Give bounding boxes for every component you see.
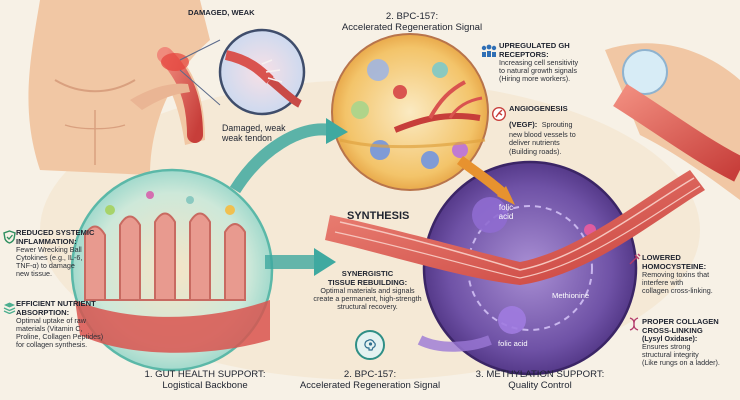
- inflammation-body-line3: TNF-α) to damage: [16, 261, 75, 271]
- synthesis-label: SYNTHESIS: [347, 210, 410, 222]
- synergy-body-line1: Optimal materials and signals: [320, 286, 415, 295]
- right-arm: [605, 43, 740, 200]
- crosslink-title-line3: (Lysyl Oxidase):: [642, 334, 698, 343]
- crosslink-body-line3: (Like rungs on a ladder).: [642, 358, 720, 368]
- homocysteine-body-line3: collagen cross-linking.: [642, 286, 713, 296]
- crosslink-title-line1: PROPER COLLAGEN: [642, 317, 719, 326]
- meth-title-line1: 3. METHYLATION SUPPORT:: [475, 369, 605, 380]
- bpc-title-line1: 2. BPC-157:: [343, 369, 397, 380]
- syringe-icon: [629, 253, 641, 265]
- methylation-cycle: [464, 197, 596, 334]
- inflammation-body-line2: Cytokines (e.g., IL-6,: [16, 253, 83, 263]
- people-network-icon: [481, 44, 497, 57]
- absorption-body-line3: Proline, Collagen Peptides): [16, 332, 104, 342]
- angio-title-line1: ANGIOGENESIS: [509, 104, 568, 113]
- angio-body-line3: deliver nutrients: [509, 138, 560, 148]
- angio-body-line4: (Building roads).: [509, 146, 562, 156]
- gh-body-line3: (Hiring more workers).: [499, 74, 571, 84]
- inflammation-title-line1: REDUCED SYSTEMIC: [16, 228, 95, 237]
- gh-body-line2: to natural growth signals: [499, 66, 577, 76]
- absorption-body-line4: for collagen synthesis.: [16, 340, 88, 350]
- absorption-body-line1: Optimal uptake of raw: [16, 316, 86, 325]
- crosslink-body-line2: structural integrity: [642, 350, 699, 360]
- angiogenesis-block: ANGIOGENESIS (VEGF): Sprouting new blood…: [509, 104, 619, 156]
- gh-title-line2: RECEPTORS:: [499, 49, 549, 59]
- homocysteine-body-line2: interfere with: [642, 278, 684, 288]
- inflammation-body-line1: Fewer Wrecking Ball: [16, 245, 82, 254]
- homocysteine-block: LOWERED HOMOCYSTEINE: Removing toxins th…: [642, 253, 737, 296]
- crosslink-title-line2: CROSS-LINKING: [642, 325, 703, 335]
- shield-icon: [3, 230, 16, 244]
- tendon-caption-line1: Damaged, weak: [222, 123, 286, 133]
- angio-title-line2: (VEGF):: [509, 119, 538, 129]
- absorption-body-line2: materials (Vitamin C,: [16, 324, 83, 334]
- inflammation-title-line2: INFLAMMATION:: [16, 236, 77, 246]
- tendon-caption-line2: weak tendon: [222, 132, 272, 143]
- bpc-top-title-line1: 2. BPC-157:: [385, 11, 439, 22]
- bpc-cells: [339, 59, 486, 169]
- homocysteine-title-line2: HOMOCYSTEINE:: [642, 261, 707, 271]
- blood-vessel-icon: [492, 107, 506, 121]
- gh-title-line1: UPREGULATED GH: [499, 41, 570, 50]
- gut-section-title: 1. GUT HEALTH SUPPORT: Logistical Backbo…: [120, 369, 290, 391]
- damaged-label: DAMAGED, WEAK: [188, 8, 255, 17]
- gh-body-line1: Increasing cell sensitivity: [499, 58, 579, 67]
- absorption-block: EFFICIENT NUTRIENT ABSORPTION: Optimal u…: [16, 299, 131, 350]
- folic-acid-bottom-label: folic acid: [498, 339, 528, 348]
- inflammation-block: REDUCED SYSTEMIC INFLAMMATION: Fewer Wre…: [16, 228, 106, 279]
- dna-icon: [629, 317, 639, 331]
- methionine-label: Methionine: [552, 291, 590, 300]
- brain-gear-icon: [364, 339, 376, 351]
- gut-title-line2: Logistical Backbone: [162, 379, 248, 391]
- crosslink-body-line1: Ensures strong: [642, 342, 691, 352]
- bpc-title-line2: Accelerated Regeneration Signal: [299, 379, 441, 391]
- tendon-caption: Damaged, weak weak tendon: [222, 123, 286, 144]
- absorption-title-line2: ABSORPTION:: [16, 307, 70, 317]
- homocysteine-body-line1: Removing toxins that: [642, 270, 710, 279]
- man-figure: [28, 0, 210, 175]
- tendon-bundle: [325, 170, 705, 285]
- inflammation-body-line4: new tissue.: [16, 269, 52, 279]
- angio-body-line1: Sprouting: [541, 119, 573, 129]
- bpc-top-title: 2. BPC-157: Accelerated Regeneration Sig…: [332, 11, 492, 33]
- synergy-title-line1: SYNERGISTIC: [341, 269, 394, 278]
- angio-body-line2: new blood vessels to: [509, 130, 576, 140]
- methylation-section-title: 3. METHYLATION SUPPORT: Quality Control: [455, 369, 625, 391]
- gh-receptors-block: UPREGULATED GH RECEPTORS: Increasing cel…: [499, 41, 619, 84]
- gut-title-line1: 1. GUT HEALTH SUPPORT:: [144, 369, 266, 380]
- folic-acid-top-label: folic acid: [498, 203, 514, 221]
- crosslink-block: PROPER COLLAGEN CROSS-LINKING (Lysyl Oxi…: [642, 317, 737, 368]
- synergy-body-line3: structural recovery.: [337, 302, 398, 312]
- homocysteine-title-line1: LOWERED: [642, 253, 681, 262]
- meth-title-line2: Quality Control: [508, 379, 572, 391]
- intestine-villi: [75, 191, 270, 353]
- synergy-block: SYNERGISTIC TISSUE REBUILDING: Optimal m…: [300, 269, 435, 312]
- layers-icon: [3, 302, 16, 314]
- torn-tendon: [224, 50, 302, 108]
- absorption-title-line1: EFFICIENT NUTRIENT: [16, 299, 96, 308]
- synergy-title-line2: TISSUE REBUILDING:: [327, 277, 408, 287]
- bpc-section-title: 2. BPC-157: Accelerated Regeneration Sig…: [290, 369, 450, 391]
- synergy-body-line2: create a permanent, high-strength: [313, 294, 422, 304]
- bpc-top-title-line2: Accelerated Regeneration Signal: [341, 21, 483, 33]
